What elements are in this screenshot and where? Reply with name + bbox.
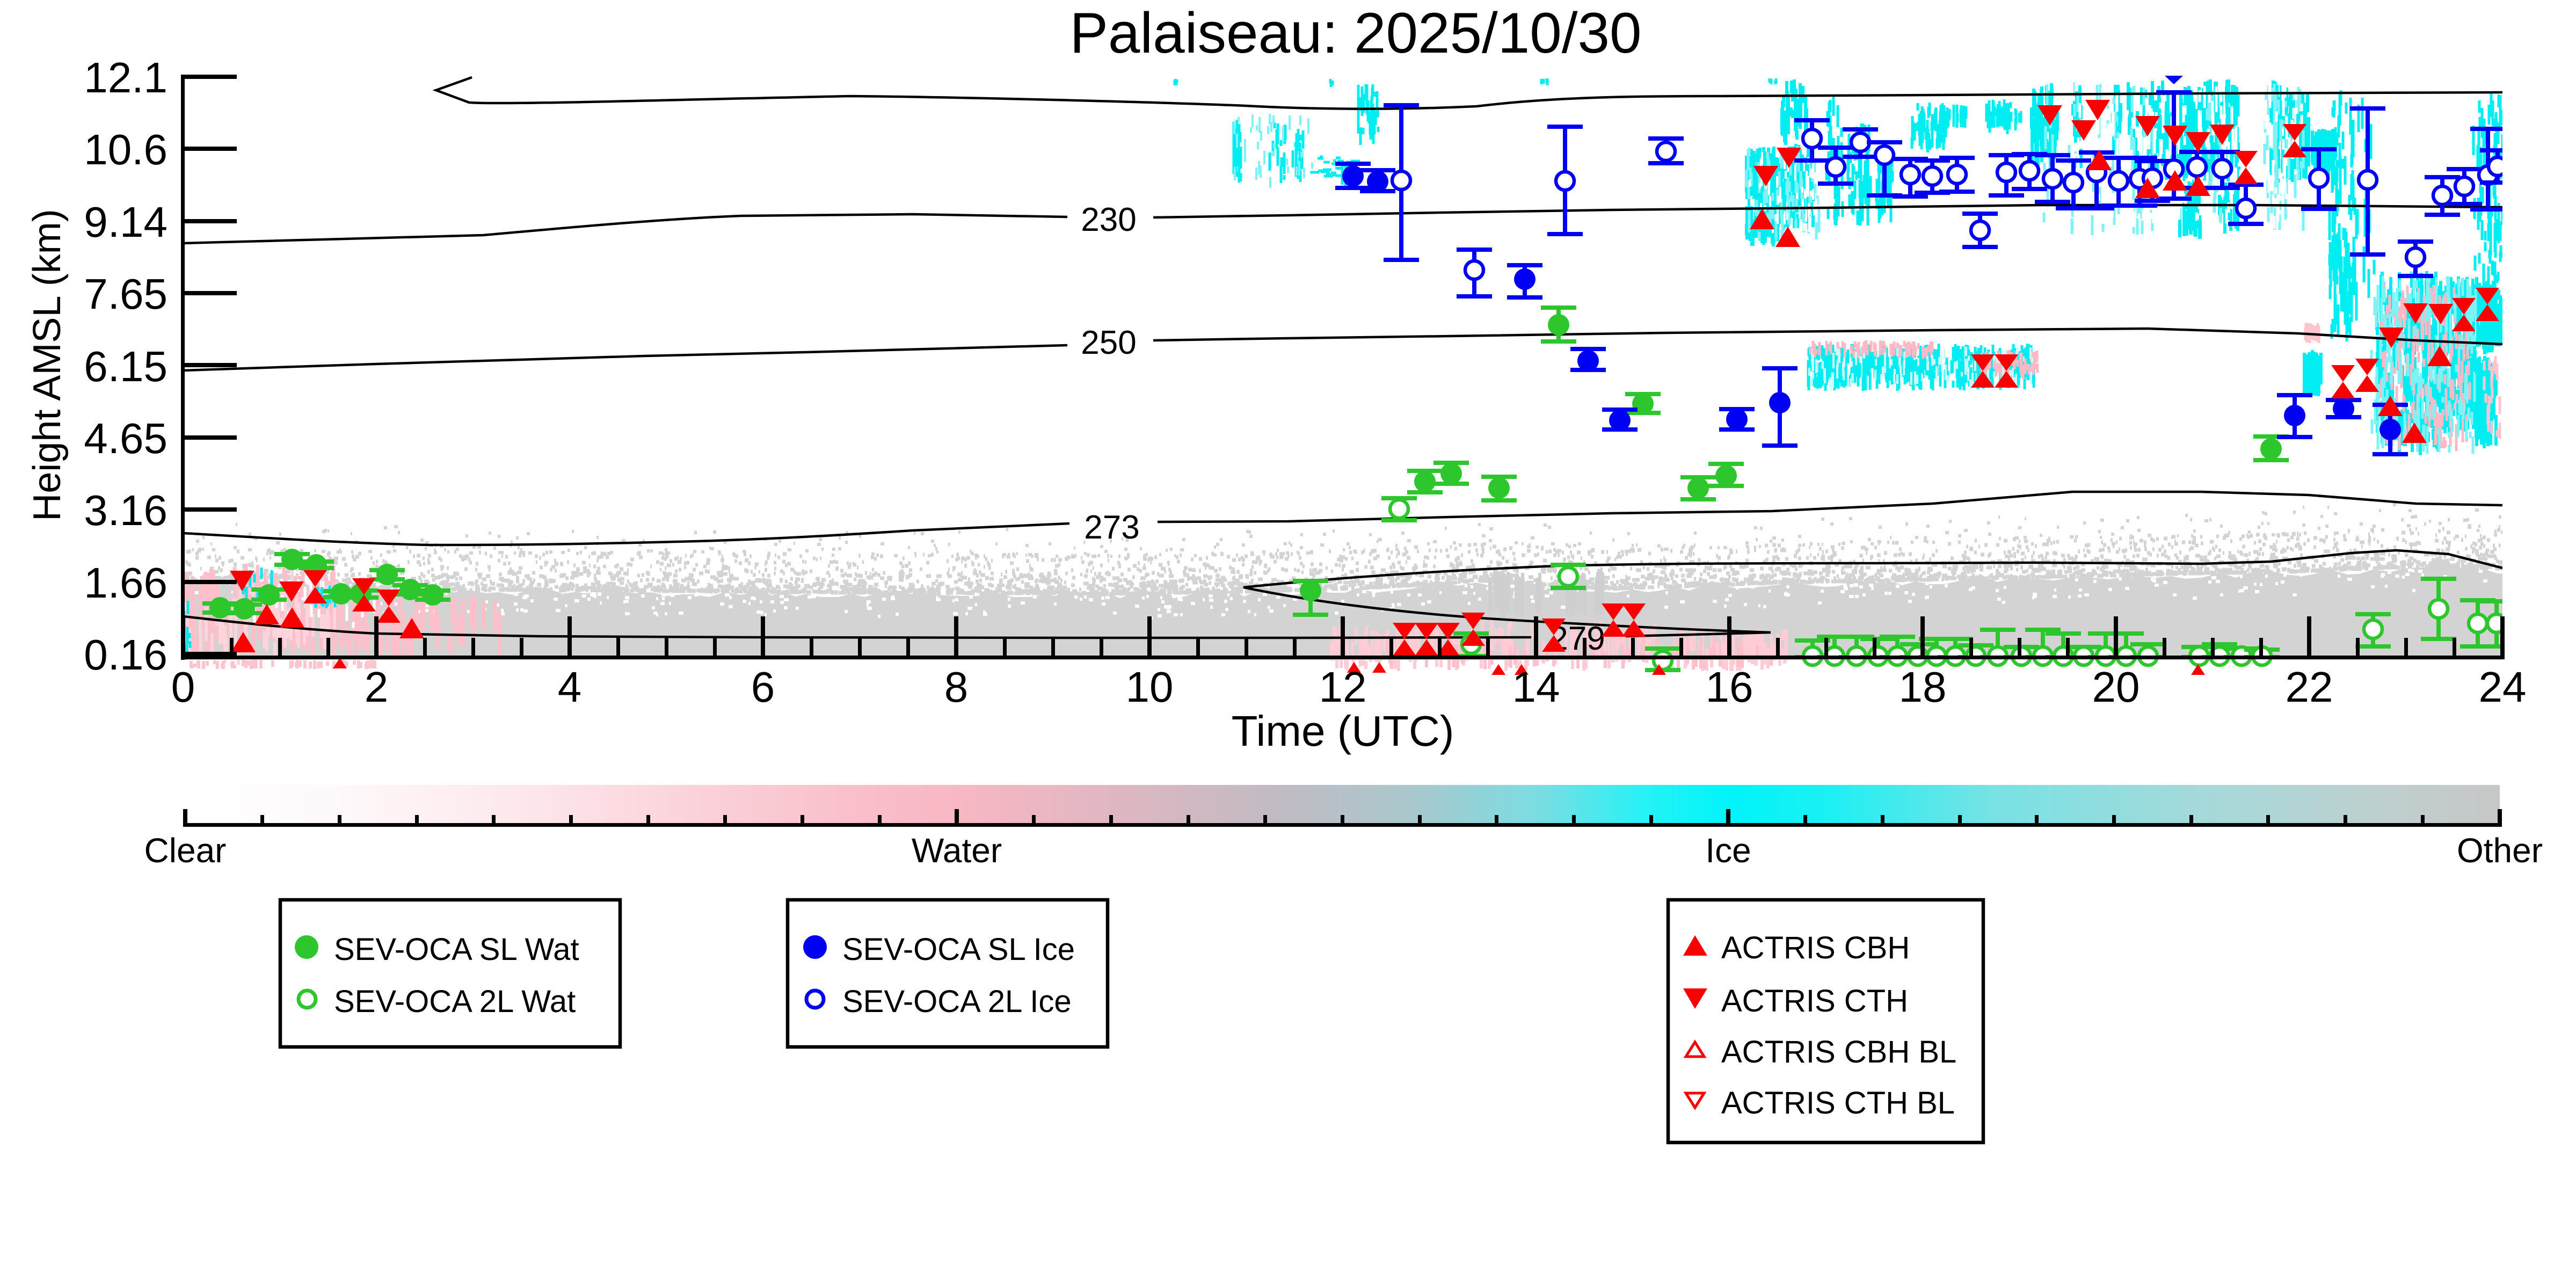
svg-text:3.16: 3.16 (84, 486, 168, 534)
svg-text:273: 273 (1084, 509, 1139, 546)
svg-text:Other: Other (2457, 831, 2543, 870)
svg-text:Time (UTC): Time (UTC) (1232, 707, 1454, 755)
svg-text:24: 24 (2479, 663, 2527, 711)
svg-text:7.65: 7.65 (84, 270, 168, 318)
svg-text:16: 16 (1706, 663, 1753, 711)
svg-text:22: 22 (2286, 663, 2333, 711)
svg-text:1.66: 1.66 (84, 559, 168, 607)
svg-text:8: 8 (944, 663, 969, 711)
svg-text:10: 10 (1126, 663, 1174, 711)
svg-text:0.16: 0.16 (84, 631, 168, 679)
svg-text:Ice: Ice (1705, 831, 1751, 870)
svg-text:SEV-OCA 2L Wat: SEV-OCA 2L Wat (334, 984, 576, 1019)
svg-text:SEV-OCA SL Wat: SEV-OCA SL Wat (334, 932, 579, 967)
svg-text:0: 0 (171, 663, 195, 711)
svg-text:250: 250 (1081, 324, 1136, 361)
svg-text:ACTRIS CBH: ACTRIS CBH (1721, 930, 1910, 965)
svg-text:Height AMSL (km): Height AMSL (km) (26, 209, 69, 521)
svg-text:Water: Water (912, 831, 1002, 870)
svg-text:4.65: 4.65 (84, 414, 168, 462)
svg-text:6: 6 (751, 663, 775, 711)
svg-text:12.1: 12.1 (84, 54, 168, 101)
svg-text:2: 2 (365, 663, 389, 711)
svg-text:Palaiseau: 2025/10/30: Palaiseau: 2025/10/30 (1070, 1, 1642, 65)
svg-text:SEV-OCA 2L Ice: SEV-OCA 2L Ice (842, 984, 1072, 1019)
svg-text:ACTRIS CTH BL: ACTRIS CTH BL (1721, 1086, 1955, 1120)
svg-text:9.14: 9.14 (84, 198, 168, 246)
svg-text:ACTRIS CTH: ACTRIS CTH (1721, 984, 1908, 1018)
svg-text:230: 230 (1081, 201, 1136, 238)
svg-text:14: 14 (1512, 663, 1560, 711)
svg-text:4: 4 (558, 663, 582, 711)
svg-text:SEV-OCA SL Ice: SEV-OCA SL Ice (842, 932, 1075, 967)
svg-text:20: 20 (2092, 663, 2140, 711)
svg-text:Clear: Clear (144, 831, 227, 870)
svg-text:ACTRIS CBH BL: ACTRIS CBH BL (1721, 1035, 1956, 1069)
svg-text:6.15: 6.15 (84, 343, 168, 390)
svg-text:12: 12 (1319, 663, 1367, 711)
svg-text:10.6: 10.6 (84, 126, 168, 173)
svg-text:18: 18 (1899, 663, 1947, 711)
